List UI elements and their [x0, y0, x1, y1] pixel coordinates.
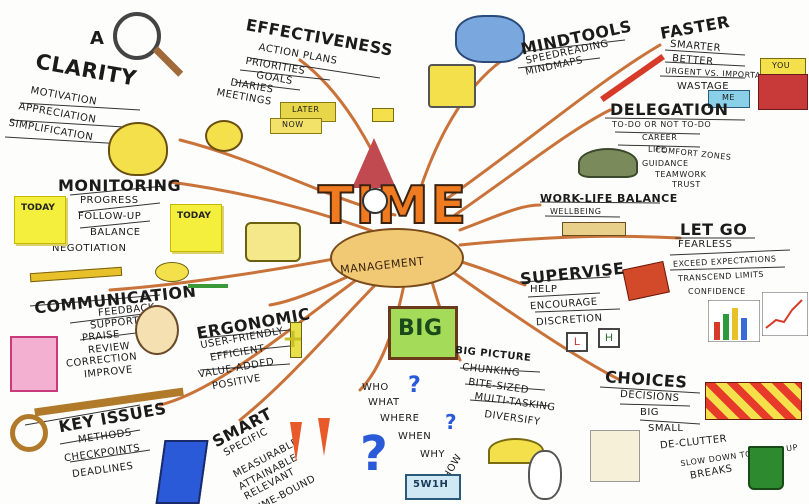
papers-icon [590, 430, 640, 482]
h-plate-icon: H [598, 328, 620, 348]
key-icon [10, 414, 48, 452]
now-label: NOW [282, 120, 304, 129]
bar-chart-icon [708, 300, 760, 342]
book-you-label: YOU [772, 61, 791, 70]
question-item: WHERE [380, 413, 420, 424]
later-label: LATER [292, 105, 320, 114]
big-sign-icon [388, 306, 458, 360]
table-icon [705, 382, 802, 420]
clock-icon [362, 188, 388, 214]
stamp-l-label: L [573, 336, 581, 348]
branch-smart [238, 273, 387, 422]
branch-title-delegation: DELEGATION [610, 100, 729, 119]
brain-icon [455, 15, 525, 63]
branch-letgo [458, 234, 682, 247]
delegation-item: TEAMWORK [655, 170, 707, 179]
flag-icon [372, 108, 394, 122]
choices-item: SMALL [648, 423, 684, 434]
branch-choices [448, 268, 622, 382]
5w1h-label: 5W1H [413, 479, 449, 490]
cross-figure-icon [290, 322, 302, 358]
worklife-item: WELLBEING [550, 207, 602, 216]
l-plate-icon: L [566, 332, 588, 352]
question-mark-icon: ? [360, 426, 389, 482]
today-note-2-label: TODAY [177, 211, 211, 221]
plus-sign: + [282, 324, 305, 354]
mouse-icon [155, 262, 189, 282]
monitoring-item: PROGRESS [80, 195, 139, 206]
branch-worklife [458, 203, 542, 232]
today-note-2: TODAY [170, 204, 222, 252]
carrot-icon [318, 418, 330, 456]
delegation-item: LIFE [648, 145, 667, 154]
faster-item: WASTAGE [677, 81, 730, 92]
branch-keyissues [158, 268, 372, 407]
branch-supervise [453, 258, 527, 287]
supervise-item: HELP [530, 284, 558, 295]
monitoring-item: NEGOTIATION [52, 243, 127, 254]
letter-a: A [90, 28, 105, 49]
carrot-icon [290, 422, 302, 462]
question-item: WHAT [368, 397, 400, 408]
monitoring-item: BALANCE [90, 227, 141, 238]
tower-roof-icon [352, 138, 396, 188]
today-note-1-label: TODAY [21, 203, 55, 213]
branch-delegation [453, 108, 612, 217]
magnifier-icon [113, 12, 161, 60]
5w1h-badge [405, 474, 461, 500]
gift-icon [10, 336, 58, 392]
letgo-item: FEARLESS [678, 239, 733, 250]
branch-title-letgo: LET GO [680, 220, 748, 239]
umbrella-icon [488, 438, 544, 464]
delegation-item: TO-DO OR NOT TO-DO [612, 120, 712, 129]
question-item: WHO [362, 382, 389, 393]
arrow-icon [188, 284, 228, 288]
center-title-time: TIME [317, 175, 469, 237]
branch-faster [443, 43, 662, 202]
center-oval [330, 228, 464, 288]
question-mark-icon: ? [408, 373, 422, 398]
branch-title-worklife: WORK-LIFE BALANCE [540, 192, 678, 205]
delegation-item: CAREER [642, 133, 678, 142]
tie-icon [155, 440, 209, 504]
big-sign-label: BIG [398, 316, 443, 341]
cat-face-icon [108, 122, 168, 176]
delegation-item: TRUST [672, 180, 701, 189]
turtle-icon [578, 148, 638, 178]
mug-icon [748, 446, 784, 490]
face-icon [135, 305, 179, 355]
question-item: WHEN [398, 431, 432, 442]
letgo-item: CONFIDENCE [688, 287, 746, 296]
branch-monitoring [168, 180, 377, 234]
today-note-1: TODAY [14, 196, 66, 244]
monitoring-item: FOLLOW-UP [78, 211, 142, 222]
cat-small-icon [205, 120, 243, 152]
book-me-icon [708, 90, 750, 108]
choices-item: BIG [640, 407, 660, 418]
stamp-h-label: H [605, 332, 613, 344]
branch-questions [358, 278, 407, 392]
snowman-icon [528, 450, 562, 500]
envelope-icon [245, 222, 301, 262]
branch-mindtools [418, 53, 512, 192]
line-chart-icon [762, 292, 808, 336]
question-item: WHY [420, 449, 446, 460]
question-mark-icon: ? [445, 410, 458, 434]
bulldozer-icon [428, 64, 476, 108]
delegation-item: GUIDANCE [642, 159, 689, 168]
book-me-label: ME [722, 93, 735, 102]
folder-now-icon [270, 118, 322, 134]
book-stack-icon [758, 74, 808, 110]
scale-icon [562, 222, 626, 236]
branch-title-monitoring: MONITORING [58, 176, 182, 195]
